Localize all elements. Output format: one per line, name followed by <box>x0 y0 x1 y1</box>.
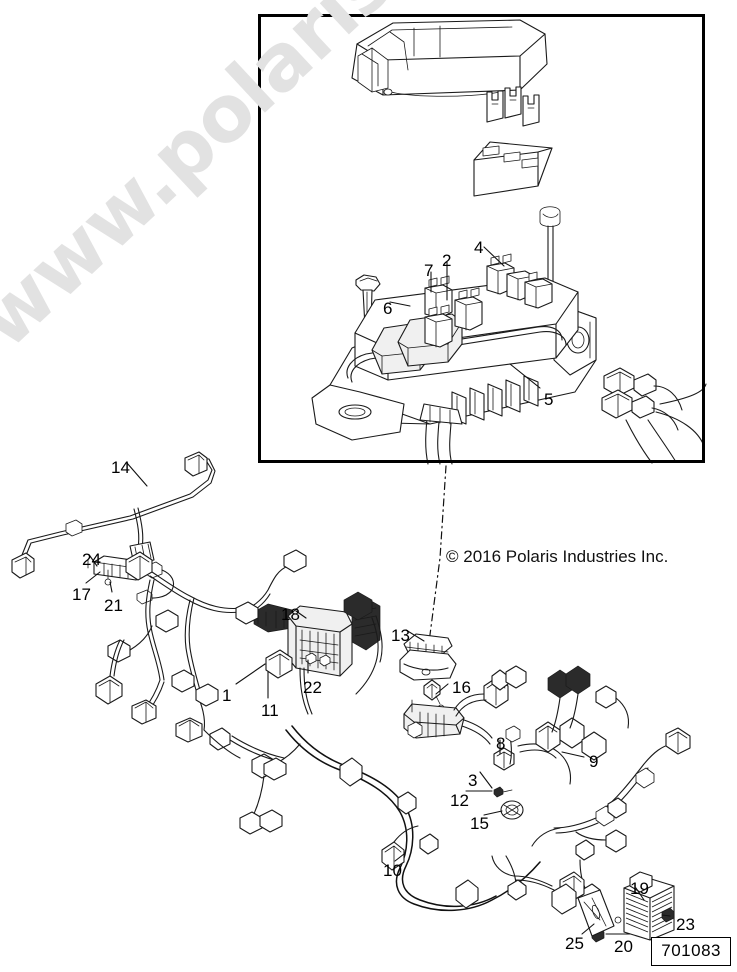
callout-16: 16 <box>452 678 471 697</box>
callout-22: 22 <box>303 678 322 697</box>
callout-5: 5 <box>544 390 554 409</box>
harness-item-11-connector <box>265 649 293 679</box>
callout-19: 19 <box>630 879 649 898</box>
callout-8: 8 <box>496 734 506 753</box>
callout-4: 4 <box>474 238 484 257</box>
callout-25: 25 <box>565 934 584 953</box>
harness-item-9-right-branch <box>531 727 691 907</box>
callout-15: 15 <box>470 814 489 833</box>
inset-reference-lead <box>427 465 447 651</box>
harness-item-19-regulator <box>491 855 675 943</box>
callout-17: 17 <box>72 585 91 604</box>
callout-10: 10 <box>383 861 402 880</box>
callout-21: 21 <box>104 596 123 615</box>
callout-2: 2 <box>442 251 452 270</box>
harness-item-1-main-branch <box>95 549 331 751</box>
callout-18: 18 <box>281 605 300 624</box>
callout-14: 14 <box>111 458 130 477</box>
callout-13: 13 <box>391 626 410 645</box>
callout-11: 11 <box>261 701 279 720</box>
copyright-notice: © 2016 Polaris Industries Inc. <box>446 547 669 566</box>
callout-6: 6 <box>383 299 393 318</box>
harness-item-10-lower-loop <box>229 725 541 912</box>
harness-item-16-fuse-block <box>403 679 493 745</box>
harness-center-connectors <box>453 665 630 820</box>
callout-23: 23 <box>676 915 695 934</box>
part-number-label: 701083 <box>651 937 731 966</box>
callout-12: 12 <box>450 791 469 810</box>
callout-3: 3 <box>468 771 478 790</box>
callout-1: 1 <box>222 686 232 705</box>
inset-border <box>258 14 705 463</box>
callout-7: 7 <box>424 261 434 280</box>
callout-9: 9 <box>589 752 599 771</box>
callout-24: 24 <box>82 550 101 569</box>
callout-20: 20 <box>614 937 633 956</box>
